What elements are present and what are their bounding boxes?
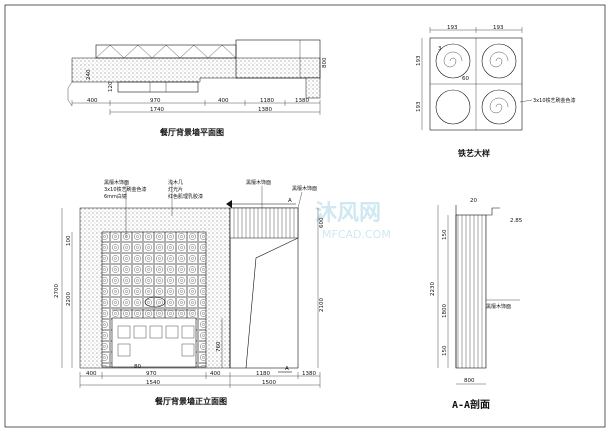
- section-dim-v4: 150: [442, 345, 448, 356]
- elev-dim-2200: 2200: [66, 292, 72, 306]
- section-body: [455, 214, 487, 369]
- elev-marker-a: A: [288, 198, 292, 204]
- watermark-sub: MFCAD.COM: [322, 228, 391, 241]
- iron-detail: 193 193 193 193 3 60 3x10铁艺刷金色漆 铁艺大样: [416, 25, 576, 158]
- elev-dim-2100: 2100: [319, 298, 325, 312]
- elev-note-2: 3x10铁艺刷金色漆: [104, 186, 147, 193]
- plan-dim-total-right: 1380: [258, 107, 272, 113]
- elev-dim-b3: 1180: [256, 371, 270, 377]
- plan-stairs: [95, 44, 237, 59]
- section-dim-v2: 2230: [430, 282, 436, 296]
- iron-note: 3x10铁艺刷金色漆: [533, 97, 576, 104]
- section-title: A-A剖面: [452, 398, 490, 411]
- iron-spiral-1: [443, 51, 463, 68]
- elev-marker-a2: A: [285, 366, 289, 372]
- plan-title: 餐厅背景墙平面图: [159, 127, 224, 137]
- elev-dim-b1: 970: [146, 371, 157, 377]
- plan-niche: [117, 81, 199, 93]
- elev-note-1: 黑檀木饰面: [104, 179, 129, 186]
- elev-note-3: 6mm白镜: [104, 193, 127, 200]
- iron-spiral-3: [489, 97, 509, 114]
- plan-dim-b3: 1180: [260, 98, 274, 104]
- elev-dim-b2: 400: [210, 371, 221, 377]
- elev-dim-2700: 2700: [54, 284, 60, 298]
- section-view: 黑檀木饰面 20 2.85 2230 150 1800 150 800 A-A剖…: [430, 198, 523, 411]
- plan-dim-800: 800: [322, 57, 328, 68]
- elev-dim-760: 760: [216, 341, 222, 352]
- plan-dim-120: 120: [108, 81, 114, 92]
- iron-spiral-2: [489, 51, 509, 68]
- elevation-view: A A 黑檀木饰面 3x10铁艺刷金色漆 6mm白镜 浅木几 灯光片 红色肌理乳…: [54, 179, 325, 406]
- iron-dim-left-1: 193: [416, 55, 422, 66]
- elev-note-5: 灯光片: [168, 186, 183, 193]
- section-dim-bottom: 800: [464, 378, 475, 384]
- section-dim-v1: 150: [442, 229, 448, 240]
- iron-dim-left-2: 193: [416, 101, 422, 112]
- iron-dim-r3: 3: [438, 46, 442, 52]
- watermark-main: 沐风网: [315, 201, 381, 226]
- elev-dim-total-left: 1540: [146, 380, 160, 386]
- elev-dim-total-right: 1500: [262, 380, 276, 386]
- elev-dim-b4: 1380: [302, 371, 316, 377]
- elev-dim-b0: 400: [86, 371, 97, 377]
- plan-view: 240 120 800 400 970 400 1180 1380 1740 1…: [67, 39, 328, 137]
- plan-dim-b2: 400: [218, 98, 229, 104]
- elev-note-4: 浅木几: [168, 179, 183, 186]
- section-note: 黑檀木饰面: [486, 303, 511, 310]
- elev-note-8: 黑檀木饰面: [292, 185, 317, 192]
- plan-dim-total-left: 1740: [150, 107, 164, 113]
- iron-dim-top-1: 193: [447, 25, 458, 31]
- elev-cabinet: [111, 317, 197, 368]
- elev-note-7: 黑檀木饰面: [246, 179, 271, 186]
- plan-dim-b0: 400: [87, 98, 98, 104]
- watermark: 沐风网 MFCAD.COM: [315, 201, 391, 241]
- elevation-title: 餐厅背景墙正立面图: [154, 396, 227, 406]
- elev-dim-100: 100: [66, 235, 72, 246]
- plan-dim-b4: 1380: [295, 98, 309, 104]
- section-dim-top2: 2.85: [510, 218, 523, 224]
- plan-wall: [71, 57, 321, 83]
- section-dim-v3: 1800: [442, 304, 448, 318]
- elev-note-6: 红色肌理乳胶漆: [168, 193, 203, 200]
- iron-title: 铁艺大样: [458, 148, 490, 158]
- plan-window: [235, 39, 321, 79]
- iron-dim-top-2: 193: [493, 25, 504, 31]
- plan-column: [305, 77, 321, 99]
- plan-dim-b1: 970: [150, 98, 161, 104]
- elev-plant: [144, 296, 166, 308]
- plan-dim-240: 240: [86, 69, 92, 80]
- section-dim-top: 20: [470, 198, 477, 204]
- iron-dim-r60: 60: [462, 76, 469, 82]
- sheet-border: [4, 4, 606, 428]
- elev-dim-600: 600: [319, 217, 325, 228]
- elev-dim-80: 80: [134, 364, 141, 370]
